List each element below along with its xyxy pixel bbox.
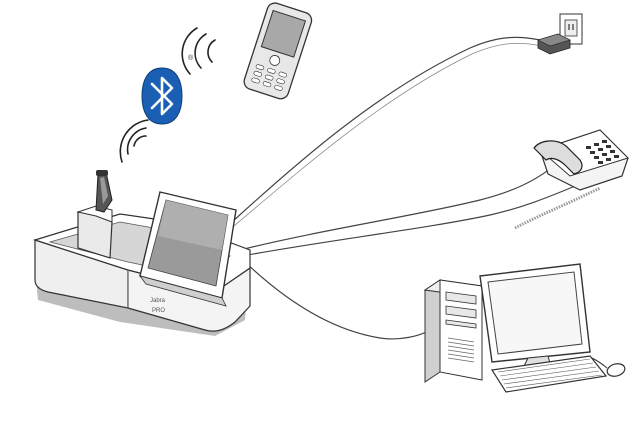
handset-coil-cord — [514, 186, 601, 230]
mouse-icon — [591, 357, 626, 377]
headset-icon — [95, 170, 113, 213]
signal-waves-icon — [119, 119, 149, 163]
mobile-phone-icon — [243, 2, 313, 100]
tower-bays — [445, 291, 477, 329]
tower-vents — [447, 337, 475, 363]
socket — [564, 19, 578, 37]
mouse-cord — [591, 357, 608, 369]
tower-side — [424, 279, 441, 383]
usb-cable — [244, 261, 431, 340]
touchscreen-display — [138, 191, 237, 307]
bluetooth-icon — [141, 67, 183, 125]
monitor-screen — [487, 271, 583, 355]
base-front-left — [34, 239, 129, 309]
wall-outlet-icon — [559, 13, 583, 45]
base-model-label: PRO — [152, 308, 165, 314]
power-cable — [231, 36, 541, 223]
desk-phone-icon — [533, 129, 629, 191]
phone-screen — [260, 9, 307, 58]
phone-nav-key — [269, 55, 281, 66]
mouse-body — [606, 363, 626, 377]
display-glare — [158, 200, 228, 250]
desk-phone-cable — [239, 159, 561, 251]
monitor-icon — [479, 263, 591, 375]
tower-front — [439, 279, 483, 381]
keyboard-body — [490, 355, 608, 393]
display-stand — [138, 275, 227, 307]
power-adapter-icon — [537, 33, 571, 55]
adapter-top — [537, 33, 571, 47]
desk-phone-cable-2 — [241, 179, 591, 257]
desk-phone-handset — [533, 140, 583, 175]
base-station: Jabra PRO — [32, 170, 251, 336]
power-cable-inner — [233, 43, 543, 227]
keyboard-icon — [490, 355, 608, 393]
bluetooth-rune — [150, 76, 174, 116]
phone-keypad — [251, 64, 287, 91]
bluetooth-trademark: ® — [188, 54, 194, 62]
signal-waves-icon — [181, 27, 216, 75]
computer-tower-icon — [423, 279, 484, 383]
cables — [231, 36, 601, 340]
desk-phone-keypad — [586, 140, 619, 164]
base-brand-label: Jabra — [150, 298, 166, 304]
keyboard-keys — [497, 358, 603, 389]
